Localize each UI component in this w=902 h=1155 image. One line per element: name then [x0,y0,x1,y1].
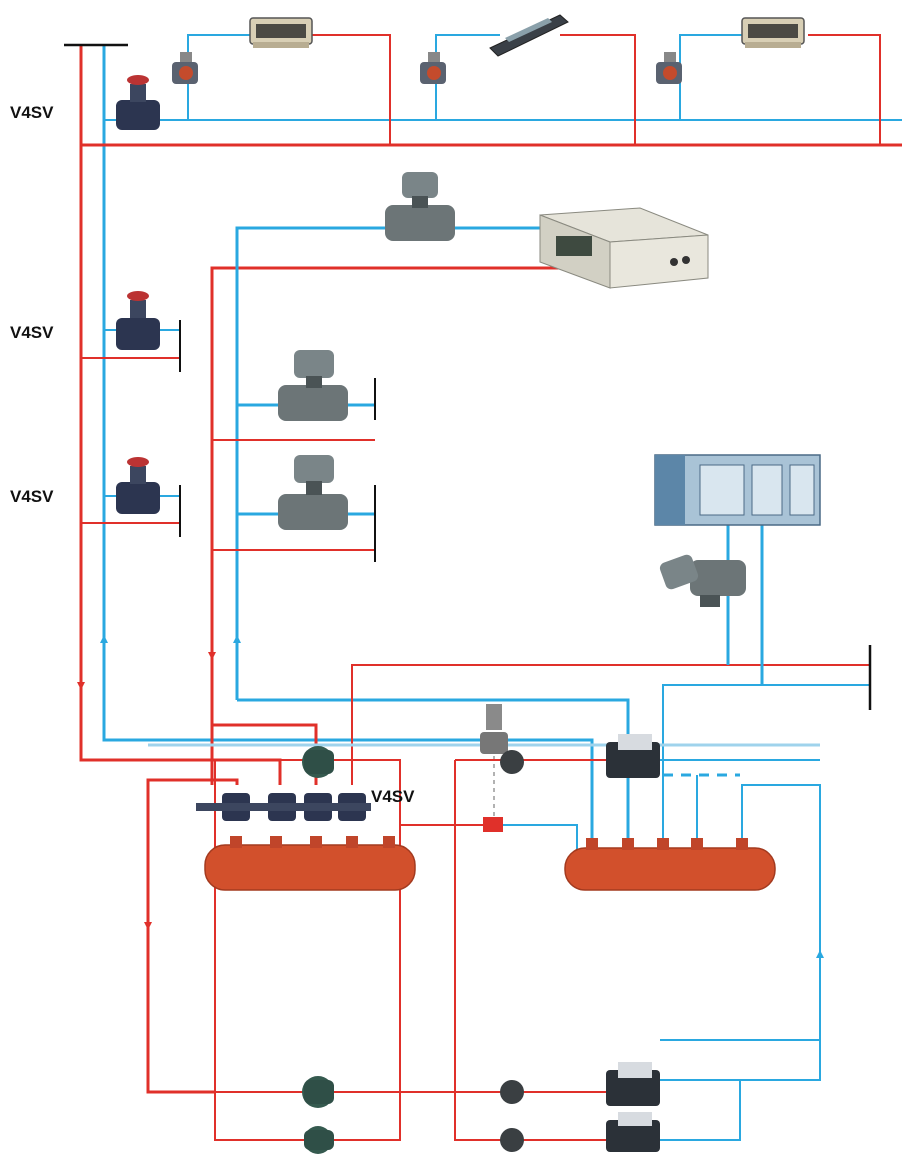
control-valve-ahu [658,553,746,607]
air-handling-unit [655,455,820,525]
fcu2-supply [560,35,635,145]
plant-supply-left [148,780,237,1092]
balancing-valve-mid2 [116,457,160,514]
label-valve-mid2: V4SV [10,487,54,506]
zone-valve-1 [172,52,198,84]
manifold-valves [196,793,371,821]
chiller-pump-1 [500,750,524,774]
control-valve-stub1 [278,350,348,421]
chiller-pump-2 [500,1080,524,1104]
return-to-chillers [660,785,820,1080]
control-panel-unit [540,208,708,288]
fan-coil-unit-3 [742,18,804,48]
pump-2 [302,1076,334,1108]
flow-arrow-2 [77,682,85,690]
chiller-3 [606,1112,660,1152]
header-link-red [400,825,485,840]
differential-sensor [483,817,503,832]
ahu-return [663,685,870,838]
label-valve-top: V4SV [10,103,54,122]
return-header [565,838,775,890]
control-valve-panel [385,172,455,241]
zone-valve-2 [420,52,446,84]
fcu3-loop [680,35,742,120]
circuit2-return [237,228,545,700]
chiller-manifold [455,760,610,1140]
return-riser [104,45,592,838]
header-link-blue [502,825,577,850]
zone-valve-3 [656,52,682,84]
flow-arrow-6 [816,950,824,958]
fcu3-supply [808,35,880,145]
circuit2-supply-link [212,725,316,785]
circuit2-supply [212,268,610,785]
balancing-valve-mid1 [116,291,160,350]
pipe-network [64,35,902,1140]
chiller-pump-3 [500,1128,524,1152]
pump-3 [304,1126,334,1154]
flow-arrow-3 [233,635,241,643]
chiller-return [660,1040,820,1140]
flow-arrow-5 [144,922,152,930]
control-valve-stub2 [278,455,348,530]
fan-coil-unit-1 [250,18,312,48]
chiller-1 [606,734,660,778]
fan-coil-unit-2 [490,15,568,56]
supply-header [205,836,415,890]
label-valve-mid1: V4SV [10,323,54,342]
bypass-valve [480,704,508,754]
pump-1 [302,746,334,778]
label-valve-manifold: V4SV [371,787,415,806]
chiller-2 [606,1062,660,1106]
fcu1-supply [310,35,390,145]
supply-riser [81,45,280,785]
balancing-valve-top [116,75,160,130]
flow-arrow-1 [100,635,108,643]
flow-arrow-4 [208,652,216,660]
